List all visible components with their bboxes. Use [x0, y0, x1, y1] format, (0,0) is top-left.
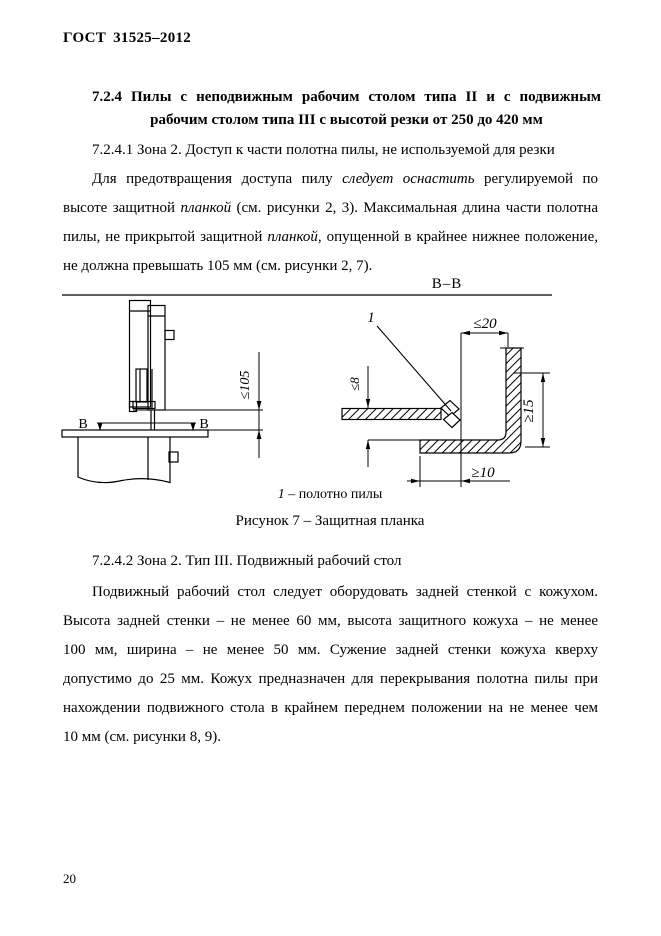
left-view-table-base [61, 429, 209, 484]
text-segment: планкой, [267, 229, 322, 245]
dim-min15-label: ≥15 [521, 399, 537, 423]
paragraph-line: Подвижный рабочий стол следует оборудова… [63, 578, 598, 607]
guard-strip-section [419, 347, 524, 454]
section-view-label: В–В [432, 276, 463, 292]
figure-7-drawing: В В ≤105 В–В 1 [61, 276, 552, 487]
paragraph-line: Для предотвращения доступа пилу следует … [63, 165, 598, 194]
paragraph-line: пилы, не прикрытой защитной планкой, опу… [63, 223, 598, 252]
standard-number: ГОСТ 31525–2012 [63, 30, 192, 46]
part-ref-label: 1 [367, 310, 375, 326]
text-segment: высоте защитной [63, 200, 181, 216]
text-segment: (см. рисунки 2, 3). Максимальная длина ч… [231, 200, 599, 216]
text-segment: 100 мм, ширина – не менее 50 мм. Сужение… [63, 642, 598, 658]
paragraph-line: 10 мм (см. рисунки 8, 9). [63, 723, 598, 752]
text-segment: нахождении подвижного стола в крайнем пе… [63, 700, 598, 716]
dim-max8-label: ≤8 [347, 377, 362, 391]
dimension-max20: ≤20 [460, 316, 509, 487]
text-segment: Для предотвращения доступа пилу [92, 171, 343, 187]
dim-max105-label: ≤105 [238, 371, 253, 400]
text-segment: следует оснастить [342, 171, 475, 187]
subclause-7242-title: 7.2.4.2 Зона 2. Тип III. Подвижный рабоч… [92, 553, 402, 569]
cut-label-right: В [199, 417, 208, 432]
clause-heading-line1: 7.2.4 Пилы с неподвижным рабочим столом … [92, 89, 601, 105]
dimension-min10: ≥10 [407, 456, 510, 487]
paragraph-line: нахождении подвижного стола в крайнем пе… [63, 694, 598, 723]
text-segment: допустимо до 25 мм. Кожух предназначен д… [63, 671, 598, 687]
left-view-saw-unit [128, 299, 175, 430]
saw-blade-section [341, 399, 461, 429]
paragraph-7242: Подвижный рабочий стол следует оборудова… [63, 578, 598, 752]
paragraph-line: высоте защитной планкой (см. рисунки 2, … [63, 194, 598, 223]
part-leader: 1 [367, 310, 452, 412]
text-segment: не должна превышать 105 мм (см. рисунки … [63, 258, 373, 274]
figure-caption: Рисунок 7 – Защитная планка [235, 513, 425, 529]
text-segment: пилы, не прикрытой защитной [63, 229, 268, 245]
paragraph-line: не должна превышать 105 мм (см. рисунки … [63, 252, 598, 281]
legend-ref: 1 [277, 487, 285, 502]
dim-max20-label: ≤20 [473, 316, 497, 332]
dim-min10-label: ≥10 [471, 465, 495, 481]
text-segment: 10 мм (см. рисунки 8, 9). [63, 729, 221, 745]
section-cut-indicator: В В [78, 417, 208, 432]
dimension-max8: ≤8 [347, 366, 420, 467]
text-segment: Высота задней стенки – не менее 60 мм, в… [63, 613, 598, 629]
text-segment: планкой [180, 200, 232, 216]
page-number: 20 [63, 871, 76, 886]
cut-label-left: В [78, 417, 87, 432]
legend-text: – полотно пилы [284, 487, 383, 502]
text-segment: опущенной в крайнее нижнее положение, [321, 229, 598, 245]
subclause-7241-title: 7.2.4.1 Зона 2. Доступ к части полотна п… [92, 142, 555, 158]
text-segment: Подвижный рабочий стол следует оборудова… [92, 584, 598, 600]
paragraph-line: допустимо до 25 мм. Кожух предназначен д… [63, 665, 598, 694]
clause-heading: 7.2.4 Пилы с неподвижным рабочим столом … [92, 86, 601, 132]
text-segment: регулируемой по [474, 171, 598, 187]
paragraph-line: Высота задней стенки – не менее 60 мм, в… [63, 607, 598, 636]
clause-heading-line2: рабочим столом типа III с высотой резки … [150, 112, 543, 128]
paragraph-7241: Для предотвращения доступа пилу следует … [63, 165, 598, 281]
figure-legend: 1 – полотно пилы [55, 487, 605, 503]
paragraph-line: 100 мм, ширина – не менее 50 мм. Сужение… [63, 636, 598, 665]
dimension-min15: ≥15 [514, 372, 550, 448]
dimension-max105: ≤105 [133, 352, 263, 458]
